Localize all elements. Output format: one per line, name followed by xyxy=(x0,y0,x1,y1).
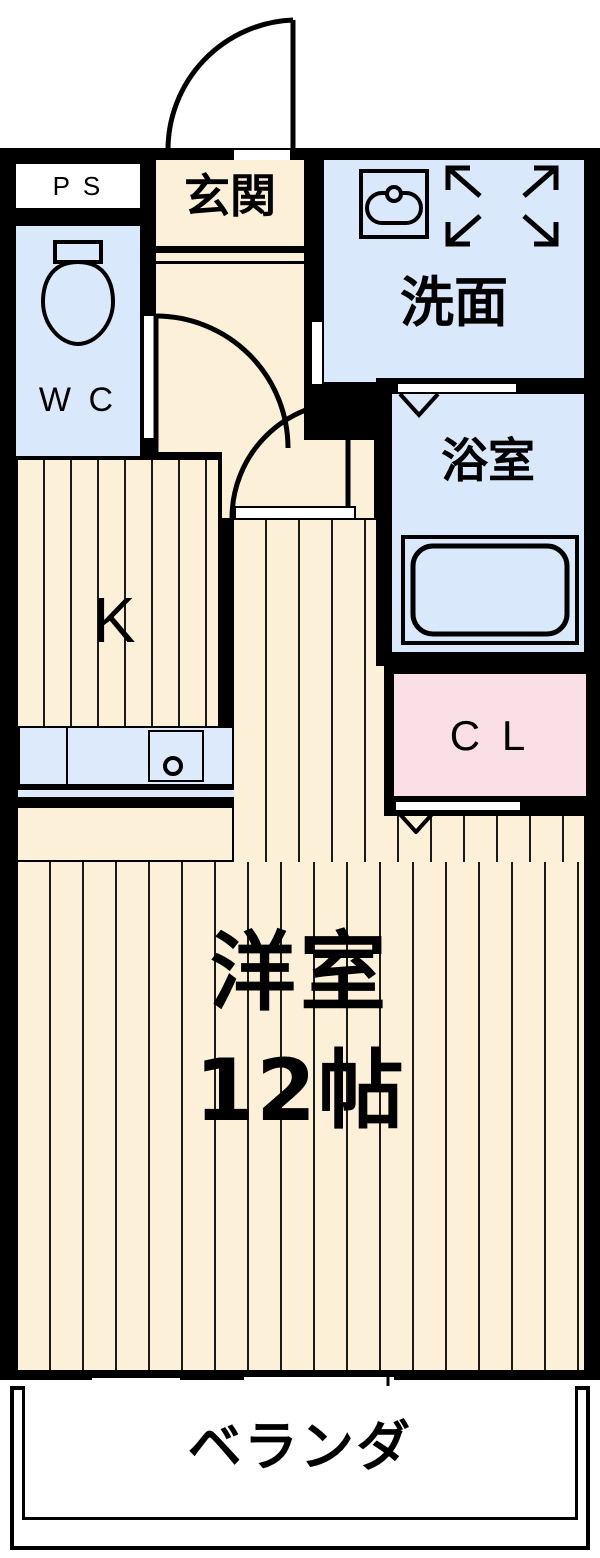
toilet-icon-repeat xyxy=(40,240,116,352)
room-washitsu-label: 洋室 xyxy=(209,923,391,1023)
room-closet-label-repeat: C L xyxy=(449,712,531,759)
kitchen-base-cabinet-repeat xyxy=(16,806,234,862)
veranda-inner xyxy=(22,1386,578,1520)
room-closet-mask xyxy=(394,674,586,796)
kitchen-sink-icon-repeat xyxy=(148,730,204,782)
bathtub-icon-final xyxy=(400,534,580,646)
stove-icon-repeat xyxy=(66,726,68,786)
genkan-step-repeat xyxy=(156,250,304,264)
room-kitchen-label-repeat: K xyxy=(92,584,144,656)
washer-pan-icon-repeat xyxy=(444,164,560,248)
kitchen-floor-repeat xyxy=(18,460,218,726)
kitchen-counter-edge-repeat xyxy=(18,788,234,800)
room-genkan-label-repeat: 玄関 xyxy=(184,169,276,223)
room-window[interactable] xyxy=(92,1378,180,1389)
sink-vanity-icon-repeat xyxy=(358,168,430,240)
room-washitsu-floor-mid xyxy=(234,520,384,862)
room-door-opening-repeat[interactable] xyxy=(234,506,356,520)
room-yokushitsu-label-repeat: 浴室 xyxy=(441,434,535,489)
veranda-label: ベランダ xyxy=(187,1415,413,1478)
kitchen-sink-drain-icon-repeat xyxy=(163,756,183,776)
washroom-door-opening-repeat[interactable] xyxy=(310,320,324,386)
room-genkan-mask xyxy=(156,160,304,246)
room-washitsu-floor xyxy=(18,862,584,1370)
closet-door-opening-repeat[interactable] xyxy=(394,800,522,812)
bath-door-chevron-icon-repeat xyxy=(398,392,440,418)
room-ps-mask xyxy=(16,164,140,208)
room-washitsu-size: 12帖 xyxy=(194,1041,406,1141)
hallway-repeat xyxy=(156,264,304,452)
bath-door-opening-repeat[interactable] xyxy=(396,382,518,394)
closet-door-chevron-icon-repeat xyxy=(396,810,436,834)
room-ps-label-repeat: P S xyxy=(52,171,104,201)
room-door-repeat[interactable] xyxy=(228,398,356,522)
room-senmen-label-repeat: 洗面 xyxy=(400,271,508,334)
room-wc-label-repeat: W C xyxy=(38,381,118,419)
entrance-door[interactable] xyxy=(156,8,306,154)
